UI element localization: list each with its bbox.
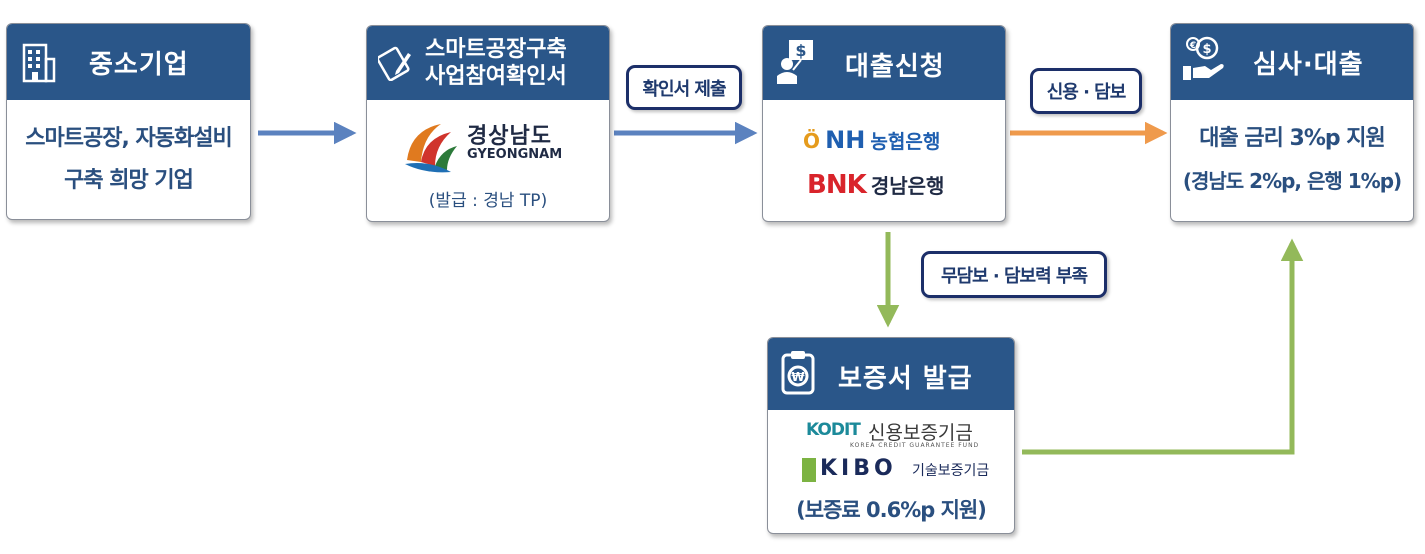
kibo-latin: KIBO [820,456,897,481]
kodit-en: KOREA CREDIT GUARANTEE FUND [850,442,980,449]
bnk-latin: BNK [807,170,867,200]
cert-title-line-2: 사업참여확인서 [425,64,567,89]
hand-coins-icon: $ € [1181,36,1227,84]
cert-body: 경상남도 GYEONGNAM (발급 : 경남 TP) [367,100,609,221]
guarantee-card: ₩ 보증서 발급 KODIT 신용보증기금 KOREA CREDIT GUARA… [767,337,1015,534]
guarantee-body: KODIT 신용보증기금 KOREA CREDIT GUARANTEE FUND… [768,410,1014,533]
pen-document-icon [377,42,413,82]
bnk-bank-logo: BNK 경남은행 [807,170,944,200]
nh-mark-icon: Ö [803,129,821,153]
loan-apply-header: $ 대출신청 [763,26,1005,100]
no-collateral-label: 무담보 · 담보력 부족 [921,251,1107,298]
svg-text:€: € [1189,41,1196,51]
collateral-label: 신용 · 담보 [1030,68,1142,114]
cert-title: 스마트공장구축 사업참여확인서 [425,36,567,90]
gyeongnam-emblem-icon [405,124,457,173]
cert-title-line-1: 스마트공장구축 [425,37,567,62]
svg-text:$: $ [795,41,806,60]
nh-latin: NH [825,126,866,154]
review-card: $ € 심사·대출 대출 금리 3%p 지원 (경남도 2%p, 은행 1%p) [1170,23,1414,222]
clipboard-won-icon: ₩ [780,348,816,396]
review-line-2: (경남도 2%p, 은행 1%p) [1182,169,1402,193]
nh-kr: 농협은행 [870,131,941,153]
bnk-kr: 경남은행 [870,174,945,198]
cert-card: 스마트공장구축 사업참여확인서 경상남도 GYEONGNAM (발급 : 경남 … [366,25,610,222]
sme-title: 중소기업 [89,50,189,80]
submit-label: 확인서 제출 [626,65,742,110]
svg-text:$: $ [1202,42,1211,57]
kodit-kr: 신용보증기금 [868,422,973,444]
loan-apply-title: 대출신청 [845,52,945,82]
gyeongnam-en: GYEONGNAM [467,147,563,162]
loan-apply-body: Ö NH 농협은행 BNK 경남은행 [763,100,1005,221]
arrow-guarantee-to-review [1022,238,1304,455]
sme-body: 스마트공장, 자동화설비 구축 희망 기업 [7,100,250,219]
nh-bank-logo: Ö NH 농협은행 [803,126,940,154]
building-icon [21,42,57,84]
svg-text:₩: ₩ [791,370,805,384]
review-line-1: 대출 금리 3%p 지원 [1199,126,1386,151]
sme-card: 중소기업 스마트공장, 자동화설비 구축 희망 기업 [6,23,251,220]
kibo-logo: KIBO 기술보증기금 [802,456,1002,486]
guarantee-note: (보증료 0.6%p 지원) [796,498,987,522]
sme-header: 중소기업 [7,24,250,100]
guarantee-header: ₩ 보증서 발급 [768,338,1014,410]
kibo-kr: 기술보증기금 [912,463,990,479]
review-header: $ € 심사·대출 [1171,24,1413,100]
kibo-mark-icon [802,458,816,482]
sme-line-1: 스마트공장, 자동화설비 [25,126,232,151]
cert-header: 스마트공장구축 사업참여확인서 [367,26,609,100]
cert-note: (발급 : 경남 TP) [428,191,548,211]
kodit-logo: KODIT 신용보증기금 KOREA CREDIT GUARANTEE FUND [806,418,996,452]
sme-line-2: 구축 희망 기업 [64,168,194,193]
review-body: 대출 금리 3%p 지원 (경남도 2%p, 은행 1%p) [1171,100,1413,221]
guarantee-title: 보증서 발급 [838,364,973,394]
loan-apply-card: $ 대출신청 Ö NH 농협은행 BNK 경남은행 [762,25,1006,222]
presenter-dollar-icon: $ [775,38,815,86]
review-title: 심사·대출 [1253,50,1364,80]
kodit-latin: KODIT [806,420,861,440]
gyeongnam-logo: 경상남도 GYEONGNAM [401,116,581,176]
gyeongnam-kr: 경상남도 [467,124,552,149]
